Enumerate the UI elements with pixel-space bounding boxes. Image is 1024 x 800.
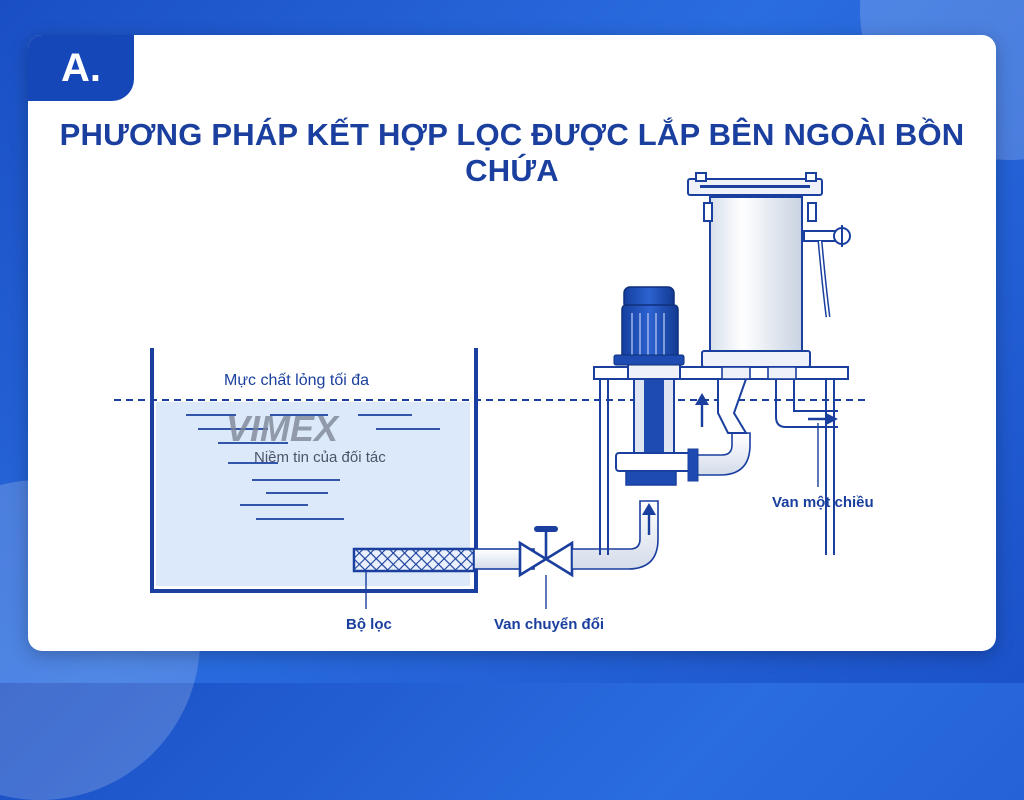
pump (615, 360, 697, 486)
watermark-brand: VIMEX (226, 408, 340, 449)
max-level-label: Mực chất lỏng tối đa (224, 372, 369, 389)
water-ripples (186, 414, 440, 520)
filter-label: Bộ lọc (346, 616, 392, 633)
return-pipe (793, 379, 838, 412)
return-pipe (775, 379, 838, 428)
pump-motor (613, 286, 685, 366)
diverter (717, 378, 748, 434)
switch-valve-label: Van chuyển đổi (494, 616, 604, 633)
filtration-diagram: Mực chất lỏng tối đa VIMEX Niềm tin của … (114, 172, 874, 633)
pump-outlet-pipe (695, 432, 751, 476)
switch-valve (518, 526, 574, 609)
filter-housing (687, 172, 823, 380)
section-badge: A. (28, 35, 134, 101)
drain-valve (803, 225, 851, 318)
flow-arrow-up (642, 503, 656, 535)
filter-element (352, 547, 476, 573)
watermark-slogan: Niềm tin của đối tác (254, 449, 386, 466)
check-valve-label: Van một chiều (772, 494, 874, 511)
flow-arrow-up (695, 393, 709, 427)
outlet-flange (687, 448, 699, 482)
tank (150, 348, 478, 593)
diagram-card: A. PHƯƠNG PHÁP KẾT HỢP LỌC ĐƯỢC LẮP BÊN … (28, 35, 996, 651)
check-valve-arrow (808, 413, 838, 425)
page-title: PHƯƠNG PHÁP KẾT HỢP LỌC ĐƯỢC LẮP BÊN NGO… (59, 117, 965, 188)
pump-inlet-pipe (571, 500, 659, 570)
